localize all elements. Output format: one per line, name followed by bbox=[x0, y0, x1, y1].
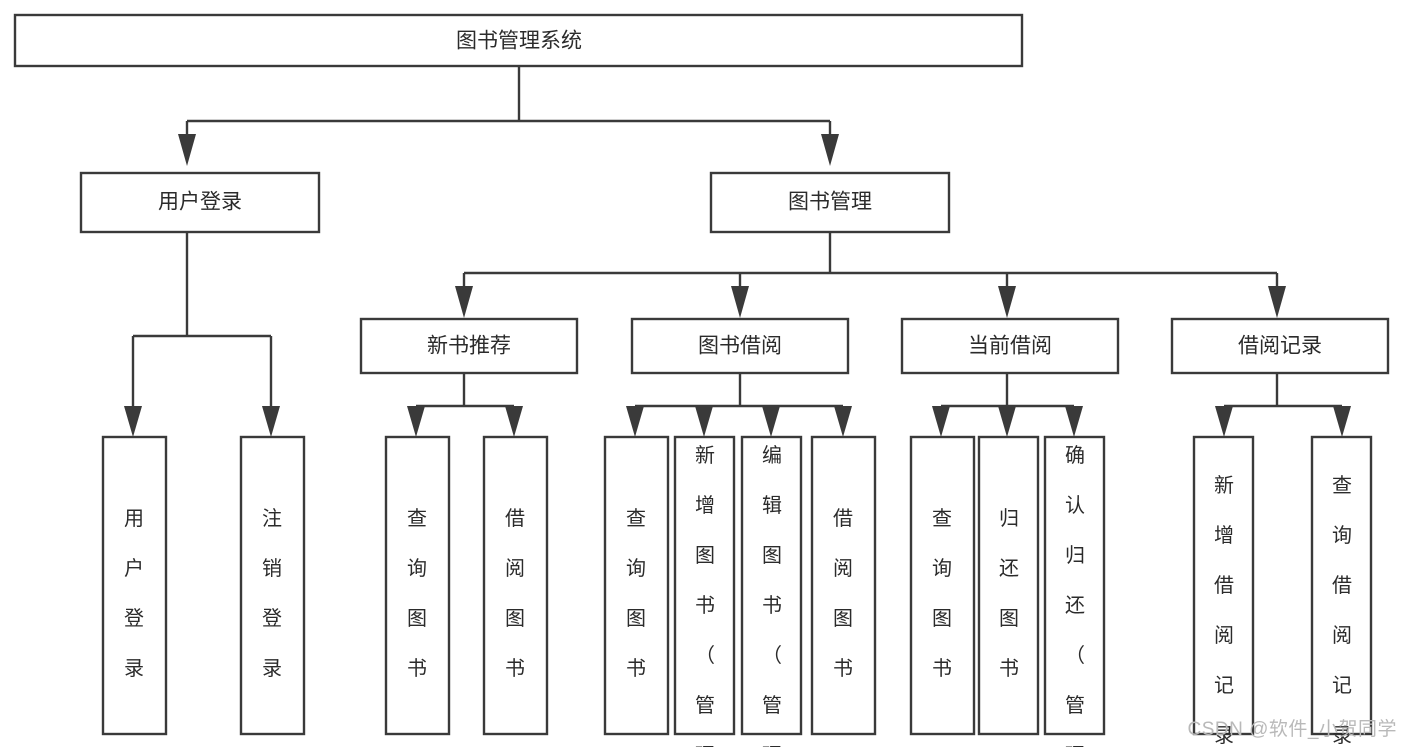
node-leaf-query-book-3-label: 查询图书 bbox=[932, 507, 952, 680]
arrow-to-current-borrow bbox=[998, 286, 1016, 318]
arrow-leaf-query-book-2 bbox=[626, 406, 644, 437]
arrow-leaf-borrow-book-1 bbox=[505, 406, 523, 437]
node-root-box[interactable] bbox=[13, 13, 1024, 68]
node-leaf-borrow-book-2-box[interactable] bbox=[810, 435, 877, 736]
node-leaf-query-book-2-box[interactable] bbox=[603, 435, 670, 736]
node-leaf-confirm-return-box[interactable] bbox=[1043, 435, 1106, 736]
node-leaf-query-book-3-box[interactable] bbox=[909, 435, 976, 736]
node-book-management[interactable]: 图书管理 bbox=[709, 171, 951, 234]
node-leaf-logout-login-label: 注销登录 bbox=[262, 507, 282, 680]
node-leaf-edit-book-box[interactable] bbox=[740, 435, 803, 736]
connector-group-book-management-children bbox=[455, 232, 1286, 318]
node-leaf-confirm-return[interactable]: 确认归还（管理员） bbox=[1043, 435, 1106, 747]
node-leaf-query-book-1-box[interactable] bbox=[384, 435, 451, 736]
node-leaf-return-book-box[interactable] bbox=[977, 435, 1040, 736]
arrow-to-borrow-record bbox=[1268, 286, 1286, 318]
node-current-borrow-box[interactable] bbox=[900, 317, 1120, 375]
node-leaf-add-book-label: 新增图书（管理员） bbox=[695, 444, 715, 747]
node-leaf-query-book-1[interactable]: 查询图书 bbox=[384, 435, 451, 736]
node-leaf-add-record-box[interactable] bbox=[1192, 435, 1255, 736]
node-leaf-edit-book[interactable]: 编辑图书（管理员） bbox=[740, 435, 803, 747]
node-leaf-edit-book-label: 编辑图书（管理员） bbox=[762, 444, 782, 747]
arrow-to-book-management bbox=[821, 134, 839, 166]
node-leaf-query-record[interactable]: 查询借阅记录 bbox=[1310, 435, 1373, 747]
node-leaf-query-book-2-label: 查询图书 bbox=[626, 507, 646, 680]
node-current-borrow-label: 当前借阅 bbox=[968, 335, 1052, 358]
connector-group-book-borrow-children bbox=[626, 373, 852, 437]
connector-group-borrow-record-children bbox=[1215, 373, 1351, 437]
node-leaf-return-book-label: 归还图书 bbox=[999, 507, 1019, 680]
node-leaf-borrow-book-1[interactable]: 借阅图书 bbox=[482, 435, 549, 736]
node-borrow-record-box[interactable] bbox=[1170, 317, 1390, 375]
connector-group-user-login-children bbox=[124, 232, 280, 437]
node-book-management-label: 图书管理 bbox=[788, 191, 872, 214]
arrow-leaf-query-book-1 bbox=[407, 406, 425, 437]
connector-group-current-borrow-children bbox=[932, 373, 1083, 437]
node-user-login[interactable]: 用户登录 bbox=[79, 171, 321, 234]
arrow-to-book-borrow bbox=[731, 286, 749, 318]
node-borrow-record-label: 借阅记录 bbox=[1238, 335, 1322, 358]
node-leaf-user-login[interactable]: 用户登录 bbox=[101, 435, 168, 736]
node-leaf-add-book-box[interactable] bbox=[673, 435, 736, 736]
node-root-system[interactable]: 图书管理系统 bbox=[13, 13, 1024, 68]
node-leaf-add-book[interactable]: 新增图书（管理员） bbox=[673, 435, 736, 747]
node-leaf-confirm-return-label: 确认归还（管理员） bbox=[1065, 444, 1085, 747]
node-leaf-logout-login[interactable]: 注销登录 bbox=[239, 435, 306, 736]
node-book-management-box[interactable] bbox=[709, 171, 951, 234]
node-leaf-borrow-book-1-box[interactable] bbox=[482, 435, 549, 736]
node-leaf-borrow-book-1-label: 借阅图书 bbox=[505, 507, 525, 680]
node-current-borrow[interactable]: 当前借阅 bbox=[900, 317, 1120, 375]
arrow-leaf-add-book bbox=[695, 406, 713, 437]
node-new-book-recommend-label: 新书推荐 bbox=[427, 335, 511, 358]
arrow-leaf-user-login bbox=[124, 406, 142, 437]
arrow-leaf-query-book-3 bbox=[932, 406, 950, 437]
node-book-borrow-box[interactable] bbox=[630, 317, 850, 375]
node-leaf-add-record[interactable]: 新增借阅记录 bbox=[1192, 435, 1255, 747]
node-leaf-user-login-box[interactable] bbox=[101, 435, 168, 736]
node-user-login-label: 用户登录 bbox=[158, 191, 242, 214]
arrow-leaf-logout-login bbox=[262, 406, 280, 437]
node-book-borrow[interactable]: 图书借阅 bbox=[630, 317, 850, 375]
node-leaf-query-book-1-label: 查询图书 bbox=[407, 507, 427, 680]
node-leaf-logout-login-box[interactable] bbox=[239, 435, 306, 736]
arrow-to-user-login bbox=[178, 134, 196, 166]
node-leaf-query-book-3[interactable]: 查询图书 bbox=[909, 435, 976, 736]
arrow-to-new-book-recommend bbox=[455, 286, 473, 318]
node-leaf-query-record-label: 查询借阅记录 bbox=[1332, 474, 1352, 747]
node-leaf-query-record-box[interactable] bbox=[1310, 435, 1373, 736]
connector-group-new-book-children bbox=[407, 373, 523, 437]
node-leaf-user-login-label: 用户登录 bbox=[124, 508, 144, 680]
arrow-leaf-return-book bbox=[998, 406, 1016, 437]
node-leaf-return-book[interactable]: 归还图书 bbox=[977, 435, 1040, 736]
arrow-leaf-confirm-return bbox=[1065, 406, 1083, 437]
arrow-leaf-query-record bbox=[1333, 406, 1351, 437]
node-borrow-record[interactable]: 借阅记录 bbox=[1170, 317, 1390, 375]
node-leaf-borrow-book-2[interactable]: 借阅图书 bbox=[810, 435, 877, 736]
node-leaf-add-record-label: 新增借阅记录 bbox=[1214, 474, 1234, 747]
connector-group-root-to-level2 bbox=[178, 66, 839, 166]
node-leaf-query-book-2[interactable]: 查询图书 bbox=[603, 435, 670, 736]
arrow-leaf-borrow-book-2 bbox=[834, 406, 852, 437]
node-user-login-box[interactable] bbox=[79, 171, 321, 234]
arrow-leaf-add-record bbox=[1215, 406, 1233, 437]
node-leaf-borrow-book-2-label: 借阅图书 bbox=[833, 507, 853, 680]
node-root-label: 图书管理系统 bbox=[456, 30, 582, 53]
node-new-book-recommend[interactable]: 新书推荐 bbox=[359, 317, 579, 375]
node-new-book-recommend-box[interactable] bbox=[359, 317, 579, 375]
node-book-borrow-label: 图书借阅 bbox=[698, 335, 782, 358]
arrow-leaf-edit-book bbox=[762, 406, 780, 437]
